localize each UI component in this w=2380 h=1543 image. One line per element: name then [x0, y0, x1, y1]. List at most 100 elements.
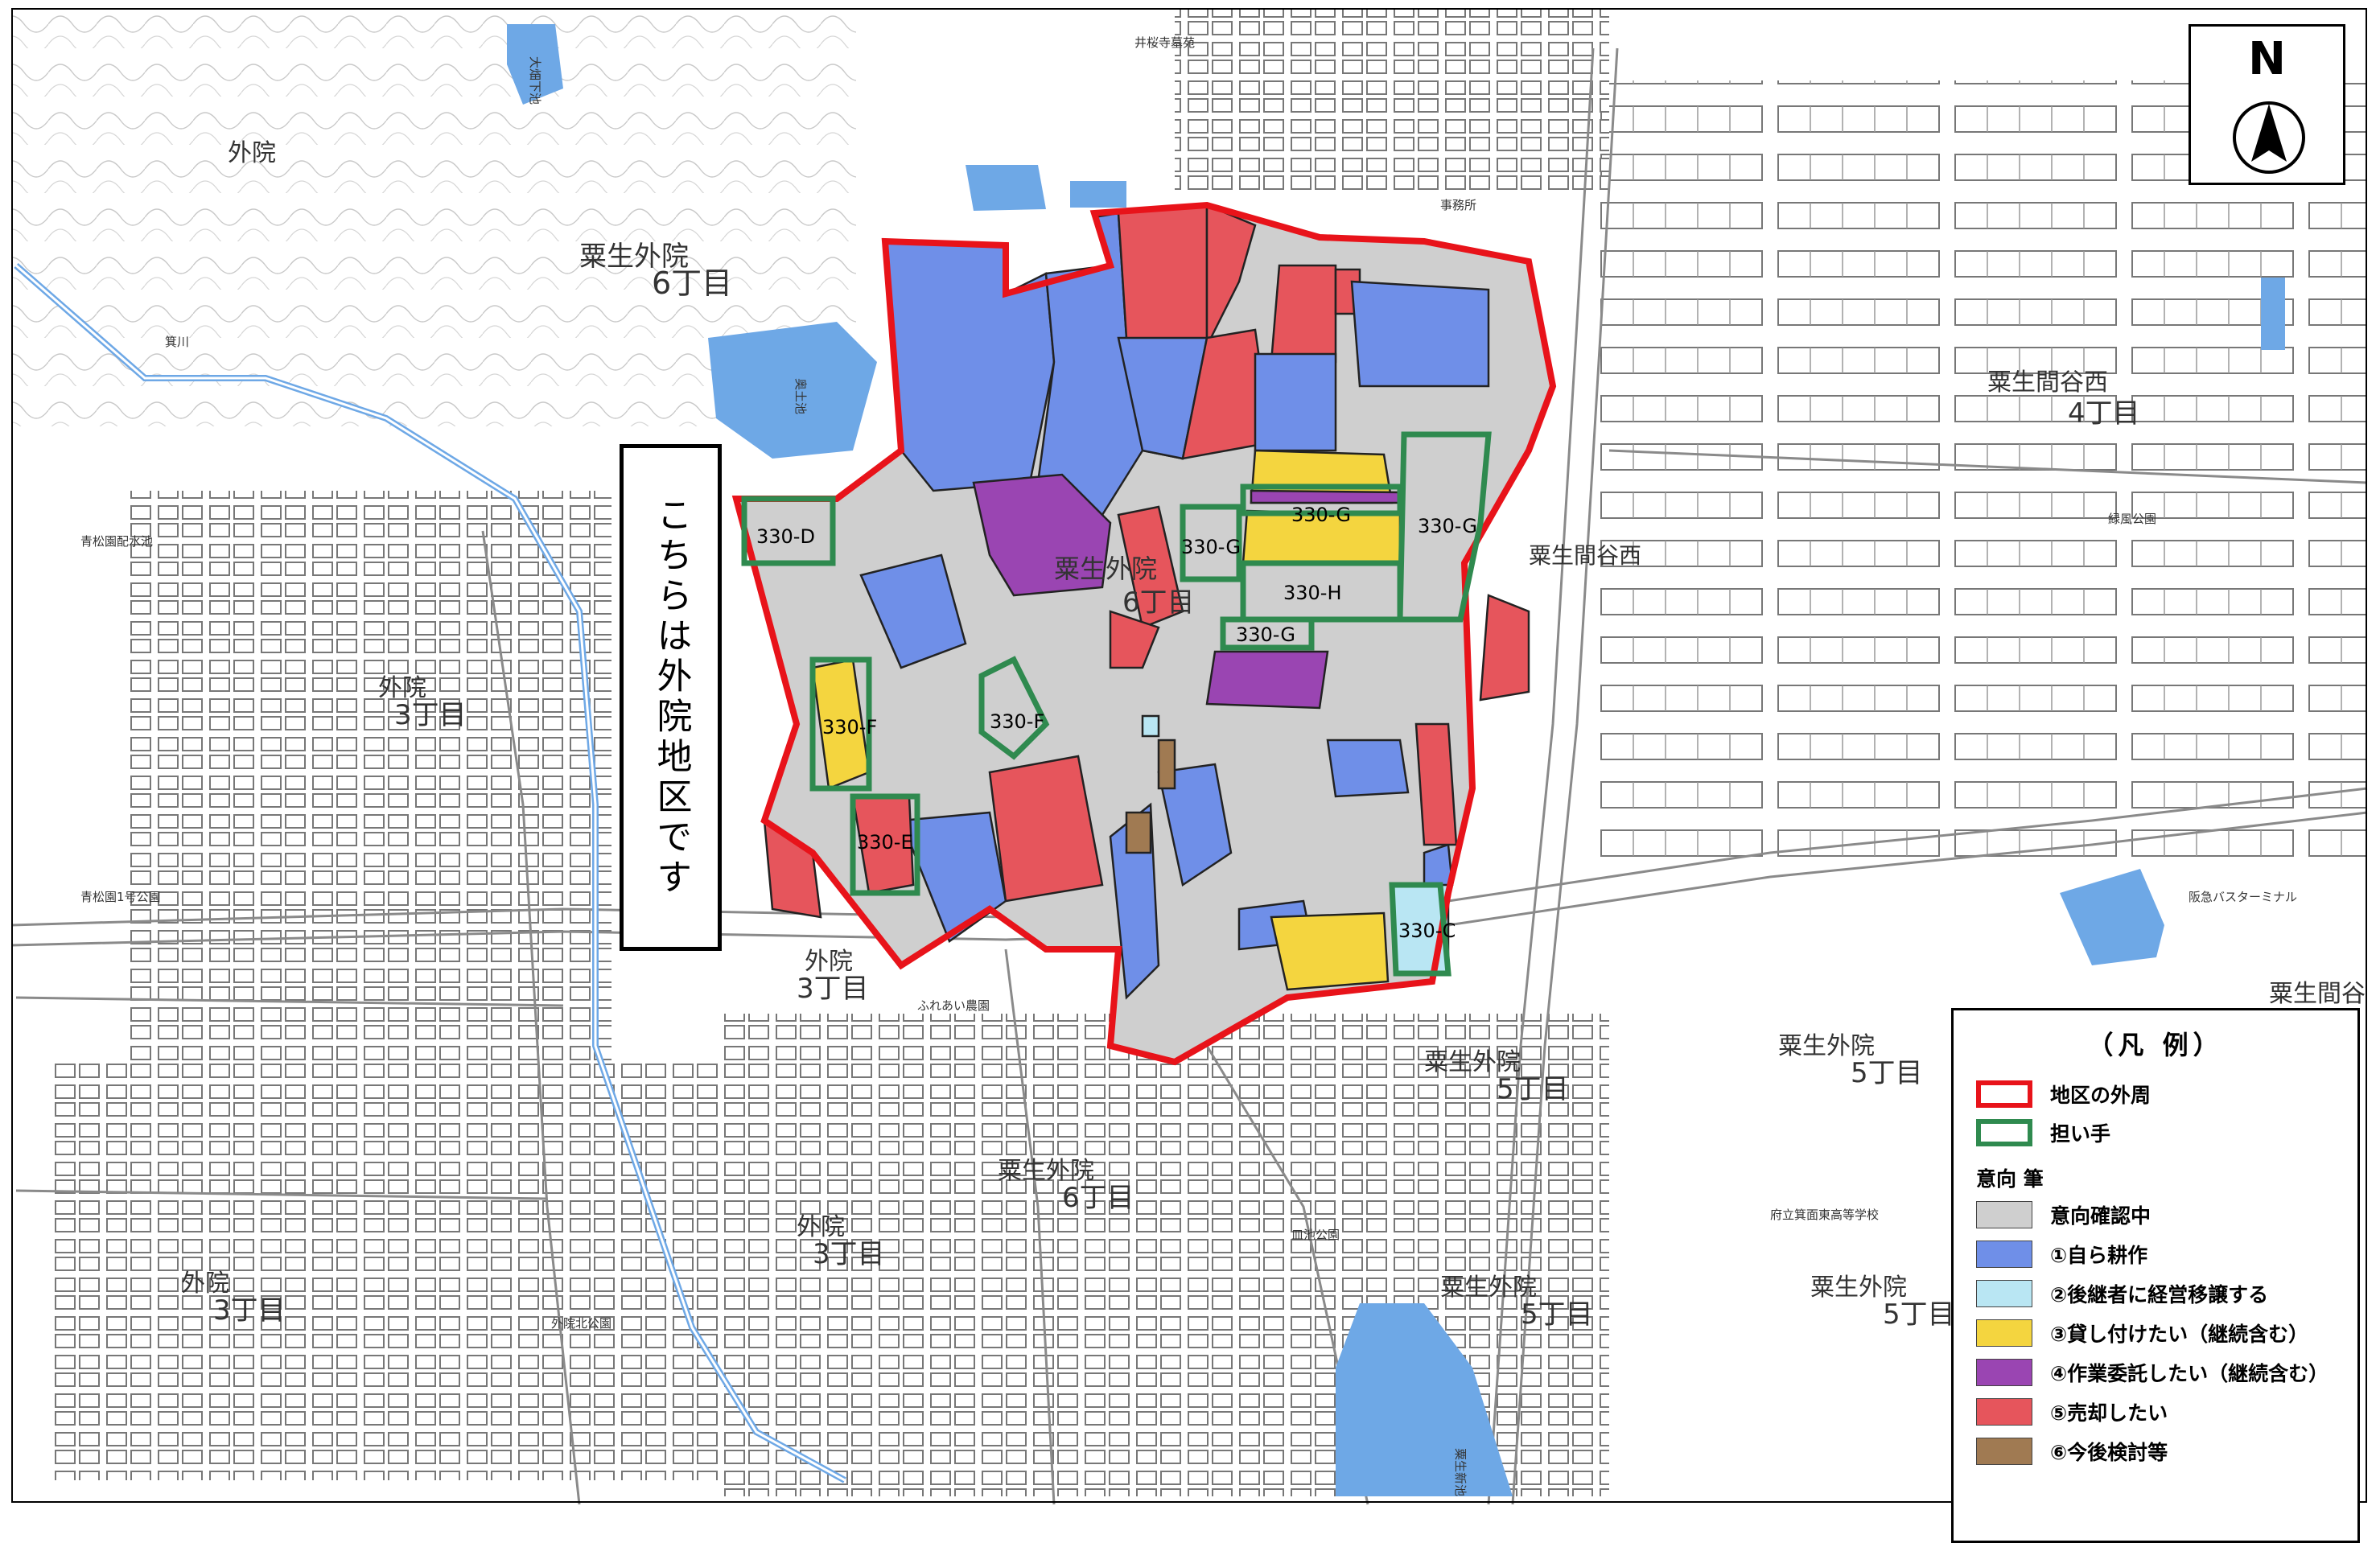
- place-label: 3丁目: [797, 973, 869, 1005]
- pond-north-1: [966, 165, 1046, 211]
- place-label: 粟生外院: [998, 1157, 1094, 1185]
- legend-bearer-label: 担い手: [2050, 1122, 2111, 1146]
- facility-label: 皿池公園: [1291, 1228, 1340, 1242]
- facility-label: 外院北公園: [551, 1316, 611, 1331]
- pond-north-2: [1070, 181, 1126, 208]
- legend-title: （凡 例）: [2087, 1030, 2224, 1060]
- legend-swatch: [1976, 1398, 2032, 1426]
- plot-label: 330-G: [1181, 536, 1241, 558]
- map-canvas: 330-D 330-G 330-G 330-G 330-G 330-H 330-…: [10, 8, 2368, 1505]
- facility-label: 府立箕面東高等学校: [1770, 1208, 1879, 1222]
- legend-perimeter: 地区の外周: [1976, 1076, 2151, 1112]
- place-label: 3丁目: [394, 699, 467, 731]
- bearer-outlines: [741, 431, 1492, 977]
- facility-label: 緑風公園: [2108, 512, 2156, 526]
- place-label: 外院: [228, 139, 276, 167]
- place-label: 外院: [378, 674, 426, 702]
- place-label: 外院: [797, 1213, 845, 1241]
- place-label: 粟生外院: [1440, 1273, 1537, 1302]
- parcels: [735, 204, 1554, 1064]
- place-label: 外院: [181, 1269, 229, 1298]
- plot-label: 330-G: [1291, 504, 1351, 526]
- facility-label: 奥土池: [793, 378, 808, 414]
- legend-item-label: ④作業委託したい（継続含む）: [2050, 1362, 2329, 1385]
- place-label: 粟生外院: [1810, 1273, 1907, 1302]
- plot-label: 330-F: [822, 716, 877, 739]
- legend-swatch: [1976, 1201, 2032, 1228]
- legend: （凡 例） 地区の外周 担い手 意向 筆 意向確認中 ①自ら耕作 ②後継者に経営移譲…: [1951, 1008, 2360, 1543]
- legend-item: ⑥今後検討等: [1976, 1434, 2168, 1469]
- legend-swatch: [1976, 1241, 2032, 1268]
- place-label: 6丁目: [652, 265, 732, 301]
- facility-label: 事務所: [1440, 198, 1476, 212]
- legend-bearer: 担い手: [1976, 1115, 2110, 1150]
- legend-perimeter-label: 地区の外周: [2050, 1084, 2151, 1107]
- place-label: 5丁目: [1851, 1057, 1923, 1089]
- place-label: 5丁目: [1883, 1298, 1955, 1331]
- buildings-north: [1175, 8, 1609, 193]
- place-label: 粟生外院: [1778, 1032, 1875, 1060]
- pond-ao-shinike: [1336, 1303, 1513, 1496]
- north-indicator: N: [2189, 24, 2345, 185]
- facility-label: 青松園配水池: [80, 534, 153, 549]
- plot-label: 330-F: [990, 710, 1044, 733]
- legend-item: ④作業委託したい（継続含む）: [1976, 1355, 2329, 1390]
- plot-label: 330-G: [1236, 623, 1295, 646]
- north-letter: N: [2248, 33, 2286, 85]
- place-label: 6丁目: [1122, 586, 1195, 619]
- plot-label: 330-C: [1398, 920, 1456, 942]
- place-label: 粟生間谷西: [1529, 542, 1641, 569]
- pond-ohata-shimo: [507, 24, 563, 105]
- legend-item: ①自ら耕作: [1976, 1236, 2147, 1272]
- place-label: 3丁目: [213, 1294, 286, 1327]
- legend-item: ⑤売却したい: [1976, 1394, 2168, 1430]
- district-callout: こちらは外院地区です: [620, 444, 722, 951]
- facility-label: ふれあい農園: [917, 998, 990, 1013]
- legend-bearer-swatch: [1976, 1119, 2032, 1146]
- legend-item: ③貸し付けたい（継続含む）: [1976, 1315, 2308, 1351]
- facility-label: 井桜寺墓苑: [1134, 35, 1195, 50]
- residential-blocks-west: [129, 491, 611, 1070]
- place-label: 粟生外院: [1424, 1048, 1521, 1076]
- legend-perimeter-swatch: [1976, 1080, 2032, 1108]
- river-center: [15, 264, 846, 1482]
- north-arrow-icon: [2233, 101, 2305, 174]
- place-label: 3丁目: [813, 1238, 885, 1270]
- place-label: 6丁目: [1062, 1182, 1134, 1214]
- legend-swatch: [1976, 1280, 2032, 1307]
- place-label: 5丁目: [1521, 1298, 1593, 1331]
- pond-okudo: [708, 322, 877, 459]
- place-labels: 外院 粟生外院 6丁目 粟生間谷西 4丁目 粟生外院 6丁目 粟生間谷西 外院 …: [181, 139, 2366, 1331]
- plot-label: 330-H: [1283, 582, 1342, 604]
- legend-item-label: ②後継者に経営移譲する: [2050, 1283, 2269, 1306]
- legend-swatch: [1976, 1438, 2032, 1465]
- facility-label: 粟生新池: [1453, 1448, 1468, 1496]
- place-label: 粟生間谷西: [1987, 368, 2108, 397]
- legend-item: ②後継者に経営移譲する: [1976, 1276, 2268, 1311]
- apartment-blocks-east: [1593, 80, 2366, 869]
- facility-label: 大畑下池: [528, 56, 542, 105]
- legend-item-label: ③貸し付けたい（継続含む）: [2050, 1323, 2309, 1346]
- facility-label: 青松園1号公園: [80, 890, 161, 904]
- place-label: 4丁目: [2068, 397, 2140, 430]
- pool-east: [2261, 278, 2285, 350]
- legend-item-label: ⑤売却したい: [2050, 1401, 2168, 1425]
- legend-swatch: [1976, 1319, 2032, 1347]
- legend-item-label: 意向確認中: [2050, 1204, 2151, 1228]
- plot-labels: 330-D 330-G 330-G 330-G 330-G 330-H 330-…: [756, 504, 1477, 942]
- place-label: 5丁目: [1497, 1073, 1569, 1105]
- plot-label: 330-D: [756, 525, 815, 548]
- legend-item: 意向確認中: [1976, 1197, 2151, 1232]
- legend-item-label: ①自ら耕作: [2050, 1244, 2148, 1267]
- legend-section-heading: 意向 筆: [1976, 1167, 2044, 1191]
- facility-label: 箕川: [165, 335, 189, 349]
- place-label: 粟生間谷: [2269, 980, 2366, 1008]
- residential-blocks-southwest: [48, 1062, 740, 1480]
- pond-bus-terminal: [2060, 869, 2164, 965]
- legend-swatch: [1976, 1359, 2032, 1386]
- place-label: 粟生外院: [1054, 553, 1157, 584]
- legend-item-label: ⑥今後検討等: [2050, 1441, 2168, 1464]
- district-callout-text: こちらは外院地区です: [650, 496, 692, 899]
- facility-label: 阪急バスターミナル: [2189, 890, 2297, 904]
- district-perimeter: [731, 201, 1557, 1066]
